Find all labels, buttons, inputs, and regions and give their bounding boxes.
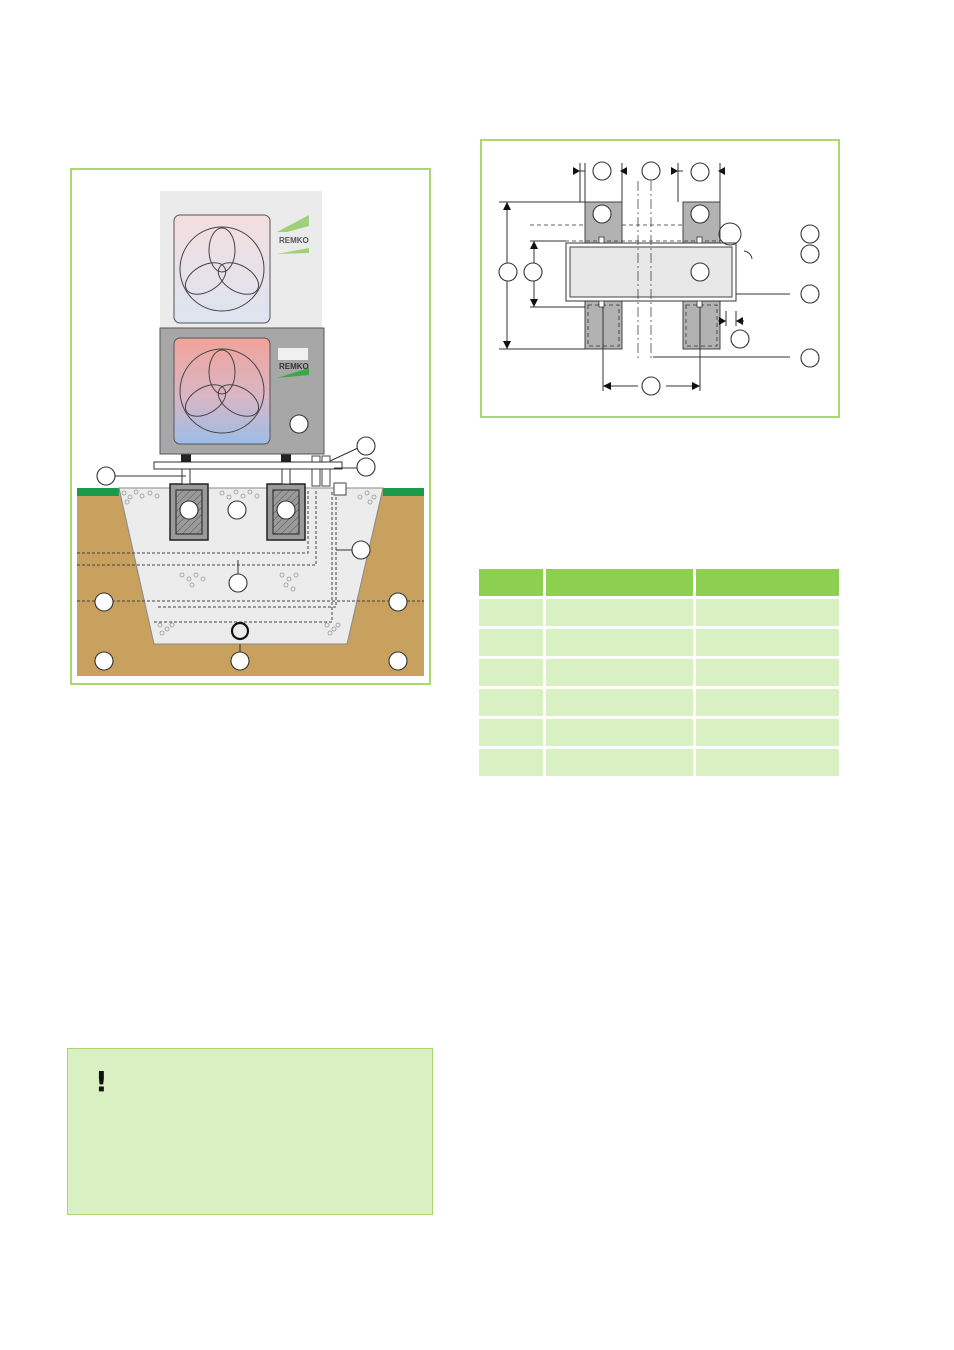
table-cell <box>543 596 693 626</box>
callout <box>523 262 543 282</box>
fan-icon-top <box>179 226 265 312</box>
table-row <box>479 596 839 626</box>
drain-pipe-lines <box>77 490 424 623</box>
callout <box>276 500 296 520</box>
table-cell <box>479 746 543 776</box>
table-cell <box>479 716 543 746</box>
table-cell <box>693 686 839 716</box>
table-row <box>479 656 839 686</box>
table-cell <box>543 716 693 746</box>
callout <box>800 224 820 244</box>
callout <box>94 592 114 612</box>
svg-text:REMKO: REMKO <box>279 236 309 245</box>
table-cell <box>543 686 693 716</box>
table-row <box>479 716 839 746</box>
callout <box>592 204 612 224</box>
callout <box>800 244 820 264</box>
table-cell <box>693 656 839 686</box>
table-cell <box>479 626 543 656</box>
callout <box>356 436 376 456</box>
callout <box>228 573 248 593</box>
callout <box>690 204 710 224</box>
dimensions-table <box>479 569 839 776</box>
callout <box>388 592 408 612</box>
callouts <box>498 161 820 396</box>
callout <box>641 161 661 181</box>
callout <box>690 162 710 182</box>
table-cell <box>479 656 543 686</box>
table-cell <box>543 656 693 686</box>
hole-marker <box>718 222 742 246</box>
callout <box>800 348 820 368</box>
table-row <box>479 626 839 656</box>
table-cell <box>543 626 693 656</box>
installation-drawing: REMKO REMKO <box>77 191 424 676</box>
callout <box>498 262 518 282</box>
table-cell <box>693 746 839 776</box>
table-cell <box>693 716 839 746</box>
fan-icon-bottom <box>179 348 265 434</box>
callout <box>230 651 250 671</box>
callout <box>690 262 710 282</box>
grass-right <box>383 488 424 496</box>
logo-top: REMKO <box>277 215 309 254</box>
callout <box>351 540 371 560</box>
table-header-cell <box>479 569 543 596</box>
mounting-rail <box>153 461 343 470</box>
callouts <box>94 414 408 671</box>
installation-diagram: REMKO REMKO <box>70 168 431 685</box>
dimension-lines <box>499 163 790 391</box>
callout <box>800 284 820 304</box>
table-cell <box>693 626 839 656</box>
gravel-trench <box>118 487 384 645</box>
gravel-texture <box>121 489 377 636</box>
table-cell <box>543 746 693 776</box>
table-row <box>479 746 839 776</box>
table-cell <box>693 596 839 626</box>
top-view-drawing <box>498 161 820 396</box>
exclamation-icon: ! <box>95 1065 108 1098</box>
callout <box>641 376 661 396</box>
callout <box>289 414 309 434</box>
callout <box>227 500 247 520</box>
note-box: ! <box>67 1048 433 1215</box>
logo-bottom: REMKO <box>277 348 309 378</box>
callout <box>388 651 408 671</box>
table-cell <box>479 596 543 626</box>
grass-left <box>77 488 119 496</box>
table-header-row <box>479 569 839 596</box>
table-header-cell <box>543 569 693 596</box>
callout <box>356 457 376 477</box>
callout <box>592 161 612 181</box>
drain-pipe-icon <box>230 621 250 641</box>
table-row <box>479 686 839 716</box>
table-header-cell <box>693 569 839 596</box>
drain-pipe-stub <box>333 482 347 496</box>
callout <box>730 329 750 349</box>
top-view-diagram <box>480 139 840 418</box>
callout <box>179 500 199 520</box>
callout <box>94 651 114 671</box>
svg-text:REMKO: REMKO <box>279 362 309 371</box>
table-cell <box>479 686 543 716</box>
callout <box>96 466 116 486</box>
